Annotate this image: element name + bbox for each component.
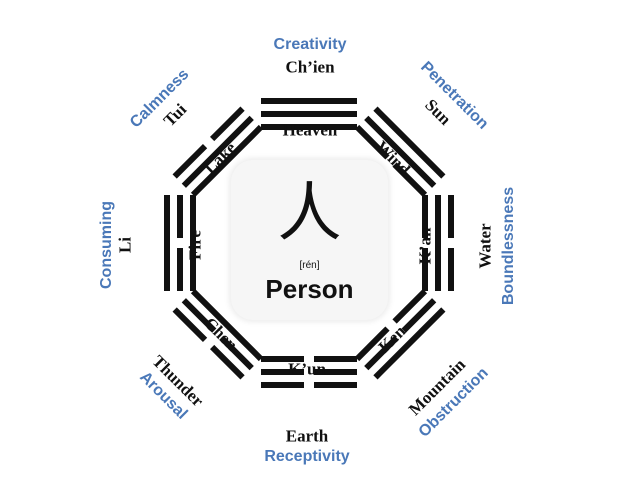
trigram-line bbox=[422, 195, 428, 238]
trigram-line bbox=[210, 106, 245, 142]
concept-chien: Creativity bbox=[273, 36, 347, 53]
trigram-line bbox=[190, 124, 264, 198]
trigram-line bbox=[190, 288, 264, 362]
trigram-tui bbox=[172, 106, 264, 198]
trigram-li bbox=[164, 195, 196, 291]
trigram-line bbox=[172, 144, 208, 179]
trigram-line bbox=[172, 307, 208, 342]
center-card: 人 [rén] Person bbox=[231, 160, 388, 320]
trigram-line bbox=[392, 162, 428, 198]
center-word: Person bbox=[265, 274, 354, 304]
trigram-line bbox=[422, 248, 428, 291]
center-pinyin: [rén] bbox=[299, 260, 320, 271]
trigram-kan bbox=[422, 195, 454, 291]
trigram-line bbox=[164, 195, 170, 291]
trigram-line bbox=[181, 298, 217, 333]
trigram-line bbox=[219, 335, 254, 371]
trigram-line bbox=[401, 298, 437, 333]
trigram-line bbox=[373, 106, 446, 179]
trigram-line bbox=[261, 124, 357, 130]
trigram-line bbox=[177, 195, 183, 238]
trigram-ken bbox=[354, 288, 446, 380]
trigram-line bbox=[181, 115, 254, 188]
trigram-line bbox=[448, 248, 454, 291]
element-kun: Earth bbox=[285, 426, 329, 446]
trigram-line bbox=[364, 115, 437, 188]
trigram-line bbox=[190, 195, 196, 291]
trigram-line bbox=[354, 124, 390, 160]
trigram-line bbox=[261, 98, 357, 104]
name-li: Li bbox=[115, 236, 135, 254]
concept-li: Consuming bbox=[98, 201, 115, 289]
element-li: Fire bbox=[185, 230, 205, 260]
element-kan: Water bbox=[475, 223, 495, 269]
trigram-line bbox=[261, 111, 357, 117]
trigram-line bbox=[177, 248, 183, 291]
element-chien: Heaven bbox=[282, 120, 338, 140]
name-kun: K’un bbox=[288, 359, 326, 379]
trigram-line bbox=[314, 369, 357, 375]
trigram-chen bbox=[172, 288, 264, 380]
trigram-line bbox=[354, 326, 390, 362]
trigram-sun bbox=[354, 106, 446, 198]
trigram-line bbox=[314, 356, 357, 362]
center-character: 人 bbox=[277, 177, 342, 251]
name-chien: Ch’ien bbox=[285, 57, 335, 77]
trigram-chien bbox=[261, 98, 357, 130]
trigram-line bbox=[364, 335, 399, 371]
concept-kun: Receptivity bbox=[264, 448, 350, 465]
trigram-line bbox=[314, 382, 357, 388]
trigram-line bbox=[448, 195, 454, 238]
trigram-line bbox=[261, 382, 304, 388]
concept-kan: Boundlessness bbox=[500, 186, 517, 306]
name-kan: K’an bbox=[415, 227, 435, 265]
trigram-line bbox=[435, 195, 441, 291]
trigram-kun bbox=[261, 356, 357, 388]
trigram-line bbox=[261, 369, 304, 375]
trigram-line bbox=[392, 288, 428, 324]
trigram-line bbox=[261, 356, 304, 362]
trigram-line bbox=[373, 307, 446, 380]
trigram-line bbox=[210, 344, 245, 380]
